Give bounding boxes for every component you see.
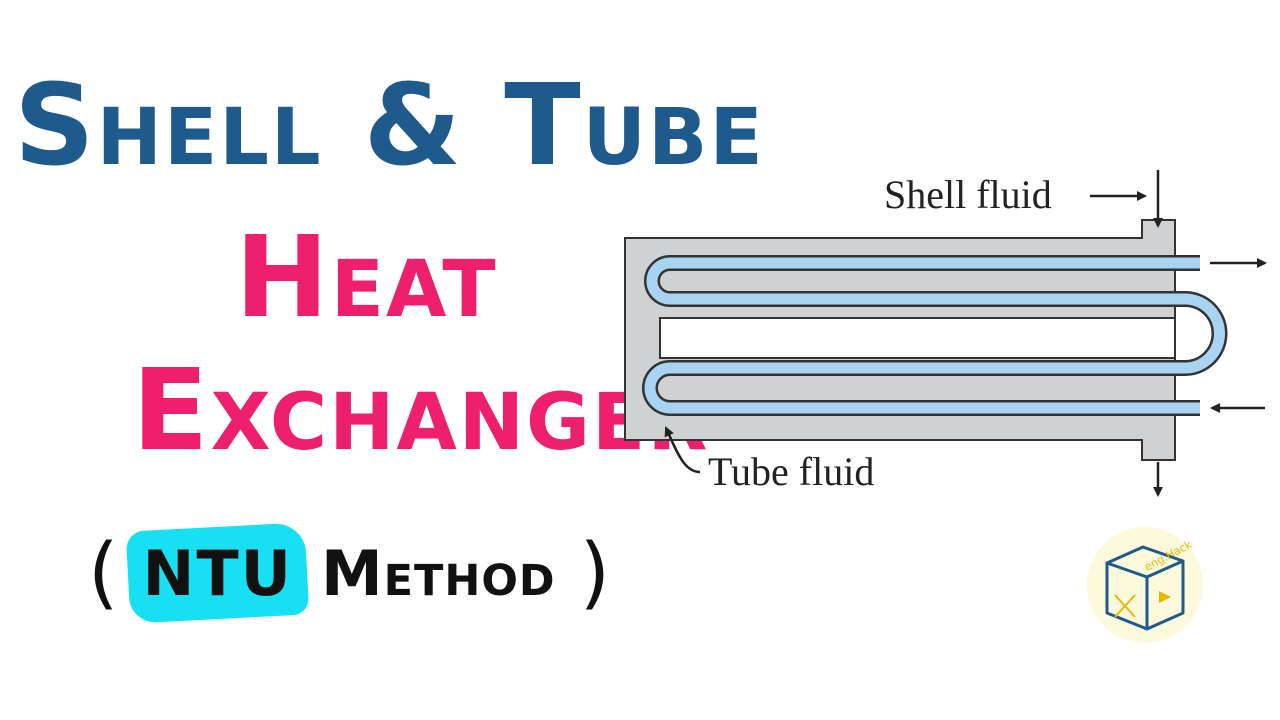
tube-label-leader — [664, 426, 701, 474]
tube-fluid-label: Tube fluid — [708, 449, 874, 494]
title-line-1: Shell & Tube — [14, 61, 765, 191]
method-text: Method — [320, 536, 556, 610]
tube-return — [1180, 293, 1225, 374]
eng-hack-logo: eng.Hack — [1087, 527, 1203, 643]
ntu-text: NTU — [142, 536, 293, 610]
heat-exchanger-diagram: Shell fluid Tube fluid — [624, 170, 1267, 497]
open-paren: ( — [88, 528, 119, 618]
play-icon — [1159, 591, 1171, 603]
ntu-highlight: NTU — [128, 527, 307, 619]
close-paren: ) — [579, 528, 611, 618]
shell-fluid-label: Shell fluid — [884, 172, 1052, 217]
tube-lower — [644, 362, 1200, 414]
title-line-3: Exchanger — [132, 346, 710, 476]
shell-cavity — [659, 317, 1176, 359]
title-line-2: Heat — [235, 213, 498, 343]
tube-upper — [646, 257, 1200, 305]
axes-icon — [1114, 594, 1136, 618]
method-subtitle: ( NTU Method ) — [88, 528, 610, 618]
